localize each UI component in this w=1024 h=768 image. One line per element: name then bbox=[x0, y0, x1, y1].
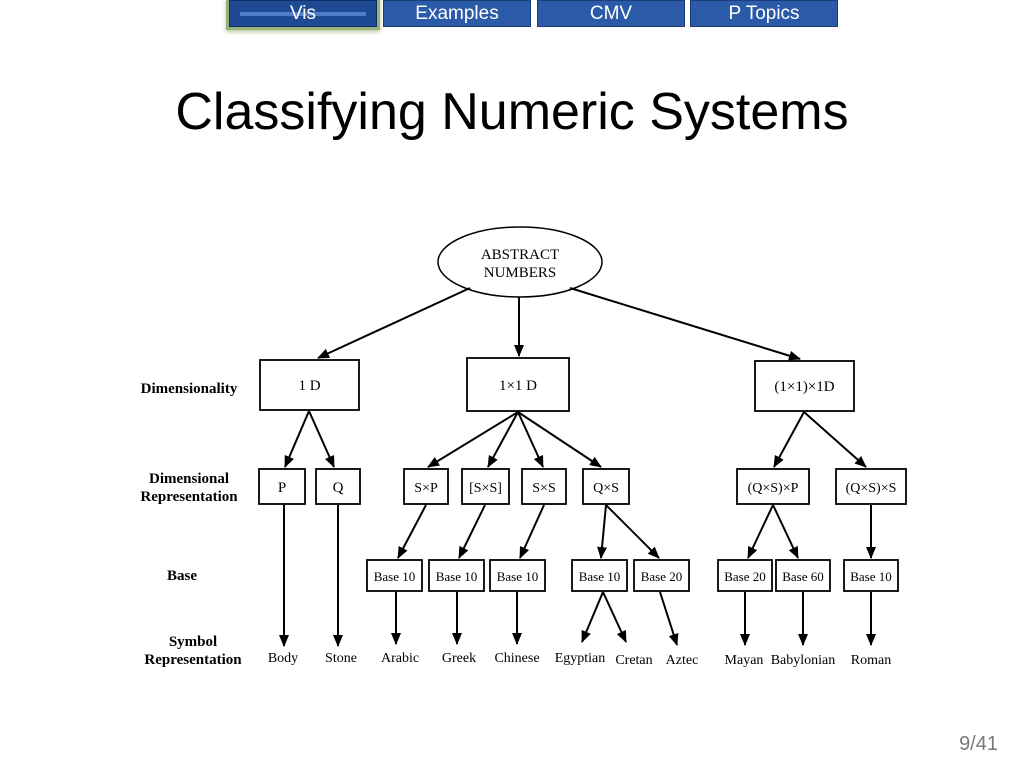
symbol-label-body: Body bbox=[268, 651, 298, 666]
active-tab-indicator bbox=[240, 12, 366, 16]
base-node-chinese bbox=[489, 559, 546, 592]
representation-label-sxp: S×P bbox=[414, 481, 438, 496]
representation-label-qxs-p: (Q×S)×P bbox=[748, 481, 799, 496]
symbol-label-cretan: Cretan bbox=[615, 653, 652, 668]
edge-qxs-base10 bbox=[597, 504, 608, 559]
representation-node-q bbox=[315, 468, 361, 505]
representation-label-qxs-s: (Q×S)×S bbox=[846, 481, 897, 496]
base-label-babylonian: Base 60 bbox=[782, 569, 824, 584]
base-label-chinese: Base 10 bbox=[497, 569, 539, 584]
base-node-aztec bbox=[633, 559, 690, 592]
base-label-arabic: Base 10 bbox=[374, 569, 416, 584]
edge-qxs-p-base60 bbox=[772, 504, 799, 559]
dimensionality-label-1x1x1d: (1×1)×1D bbox=[774, 379, 834, 395]
symbol-label-mayan: Mayan bbox=[725, 653, 764, 668]
symbol-label-arabic: Arabic bbox=[381, 651, 419, 666]
representation-node-p bbox=[258, 468, 306, 505]
representation-node-qxs-s bbox=[835, 468, 907, 505]
representation-node-sxp bbox=[403, 468, 449, 505]
representation-label-bracket-sxs: [S×S] bbox=[469, 481, 502, 496]
edge-1x1d-sxp bbox=[427, 411, 519, 468]
representation-label-qxs: Q×S bbox=[593, 481, 619, 496]
base-node-babylonian bbox=[775, 559, 831, 592]
edge-base-cretan bbox=[602, 591, 627, 643]
edge-1x1d-bracket-sxs bbox=[487, 411, 519, 468]
representation-label-q: Q bbox=[333, 480, 344, 496]
edge-qxs-base20 bbox=[605, 504, 660, 559]
page-number: 9/41 bbox=[959, 733, 998, 755]
representation-label-sxs: S×S bbox=[532, 481, 555, 496]
base-label-roman: Base 10 bbox=[850, 569, 892, 584]
edge-bracket-sxs-base bbox=[458, 504, 486, 559]
symbol-label-babylonian: Babylonian bbox=[771, 653, 836, 668]
edge-root-1d bbox=[317, 287, 471, 359]
root-label-line1: ABSTRACT bbox=[481, 247, 559, 263]
dimensionality-label-1d: 1 D bbox=[298, 378, 320, 394]
tab-examples[interactable]: Examples bbox=[383, 0, 531, 27]
edge-1d-q bbox=[308, 410, 335, 468]
symbol-label-egyptian: Egyptian bbox=[555, 651, 606, 666]
row-label-dimensional-line1: Dimensional bbox=[149, 471, 229, 487]
base-label-greek: Base 10 bbox=[436, 569, 478, 584]
base-node-roman bbox=[843, 559, 899, 592]
edge-1x1x1d-qxs-p bbox=[773, 411, 805, 468]
edge-root-1x1x1d bbox=[569, 287, 801, 361]
base-node-arabic bbox=[366, 559, 423, 592]
root-label-line2: NUMBERS bbox=[484, 265, 557, 281]
tab-vis[interactable]: Vis bbox=[229, 0, 377, 27]
edge-1x1d-qxs bbox=[517, 411, 602, 468]
row-label-dimensionality: Dimensionality bbox=[141, 381, 238, 397]
row-label-symbol-line1: Symbol bbox=[169, 634, 217, 650]
base-label-egyptian-cretan: Base 10 bbox=[579, 569, 621, 584]
base-label-mayan: Base 20 bbox=[724, 569, 766, 584]
representation-node-bracket-sxs bbox=[461, 468, 510, 505]
symbol-label-stone: Stone bbox=[325, 651, 357, 666]
base-node-greek bbox=[428, 559, 485, 592]
tab-vis-label: Vis bbox=[289, 3, 317, 24]
symbol-label-roman: Roman bbox=[851, 653, 891, 668]
row-label-base: Base bbox=[167, 568, 197, 584]
edge-sxs-base bbox=[519, 504, 545, 559]
edge-base-aztec bbox=[659, 591, 679, 646]
representation-node-sxs bbox=[521, 468, 567, 505]
base-label-aztec: Base 20 bbox=[641, 569, 683, 584]
edge-1x1d-sxs bbox=[517, 411, 544, 468]
representation-node-qxs bbox=[582, 468, 630, 505]
dimensionality-node-1x1x1d bbox=[754, 360, 855, 412]
tab-examples-label: Examples bbox=[415, 3, 499, 24]
edge-1d-p bbox=[284, 410, 310, 468]
symbol-label-greek: Greek bbox=[442, 651, 476, 666]
dimensionality-label-1x1d: 1×1 D bbox=[499, 378, 537, 394]
dimensionality-node-1d bbox=[259, 359, 360, 411]
tab-p-topics[interactable]: P Topics bbox=[690, 0, 838, 27]
tree-edges bbox=[279, 287, 876, 647]
row-label-symbol-line2: Representation bbox=[144, 652, 242, 668]
edge-qxs-p-base20 bbox=[747, 504, 774, 559]
tab-cmv-label: CMV bbox=[589, 3, 633, 24]
dimensionality-node-1x1d bbox=[466, 357, 570, 412]
row-label-dimensional-line2: Representation bbox=[140, 489, 238, 505]
representation-label-p: P bbox=[278, 480, 286, 496]
tab-cmv[interactable]: CMV bbox=[537, 0, 685, 27]
edge-1x1x1d-qxs-s bbox=[803, 411, 867, 468]
representation-node-qxs-p bbox=[736, 468, 810, 505]
edge-base-egyptian bbox=[581, 591, 604, 643]
slide-title: Classifying Numeric Systems bbox=[175, 83, 849, 141]
symbol-label-aztec: Aztec bbox=[666, 653, 699, 668]
symbol-label-chinese: Chinese bbox=[494, 651, 539, 666]
base-node-egyptian-cretan bbox=[571, 559, 628, 592]
tab-p-topics-label: P Topics bbox=[728, 3, 800, 24]
base-node-mayan bbox=[717, 559, 773, 592]
edge-sxp-base bbox=[397, 504, 427, 559]
